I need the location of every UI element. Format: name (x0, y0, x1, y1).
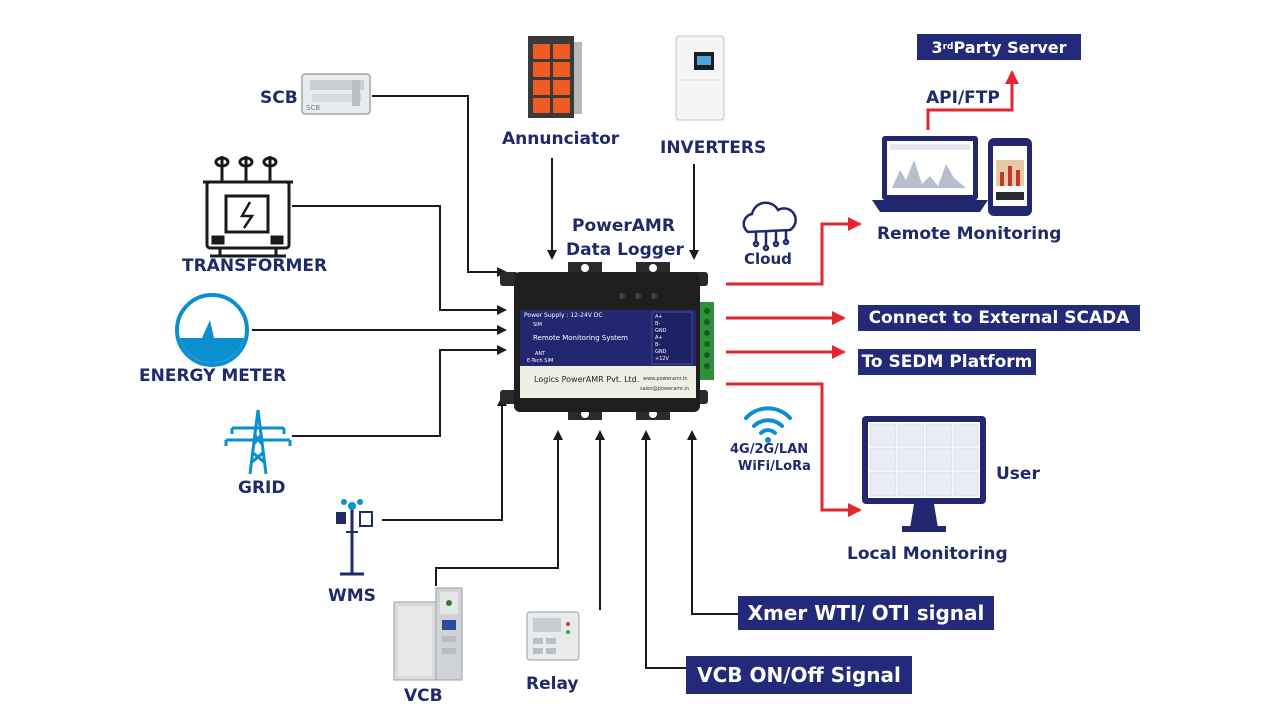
scb-connector (372, 95, 507, 277)
user-label: User (996, 464, 1040, 484)
device-company: Logics PowerAMR Pvt. Ltd. (534, 375, 640, 384)
transformer-label: TRANSFORMER (182, 256, 328, 276)
terminal-label: B- (655, 321, 661, 327)
transformer-connector (292, 205, 507, 315)
vcb-connector (435, 430, 563, 586)
phone-icon (988, 138, 1032, 216)
terminal-label: GND (655, 328, 667, 334)
wms-label: WMS (328, 586, 376, 606)
grid-tower-icon (224, 409, 292, 475)
cloud-icon (742, 201, 797, 252)
terminal-label: GND (655, 349, 667, 355)
relay-icon (526, 611, 580, 661)
inverter-icon (675, 35, 725, 121)
terminal-label: B- (655, 342, 661, 348)
monitor-icon (862, 416, 986, 532)
grid-label: GRID (238, 478, 286, 498)
device-terminal-labels: A+ B- GND A+ B- GND +12V (655, 314, 691, 363)
xmer-signal-connector (687, 430, 738, 615)
grid-connector (292, 345, 507, 437)
external-scada-box: Connect to External SCADA (858, 305, 1140, 331)
vcb-signal-connector (641, 430, 686, 669)
transformer-icon (203, 156, 293, 258)
wifi-icon (744, 406, 792, 443)
network-label-line1: 4G/2G/LAN (730, 442, 809, 457)
scb-icon: SCB (301, 73, 371, 115)
energy-meter-label: ENERGY METER (139, 366, 287, 386)
device-etech-label: E-Tech SIM (527, 358, 554, 364)
logger-title-line2: Data Logger (566, 240, 684, 260)
remote-monitoring-arrow (726, 217, 862, 286)
local-monitoring-arrow (726, 382, 862, 517)
device-system-name: Remote Monitoring System (533, 334, 628, 342)
remote-monitoring-label: Remote Monitoring (877, 224, 1062, 244)
relay-label: Relay (526, 674, 579, 694)
vcb-panel-icon (393, 587, 463, 681)
data-logger-icon (500, 262, 714, 420)
device-website: www.poweramr.in (643, 376, 688, 382)
xmer-signal-box: Xmer WTI/ OTI signal (738, 596, 994, 630)
vcb-label: VCB (404, 686, 443, 706)
weather-station-icon (336, 499, 373, 576)
local-monitoring-label: Local Monitoring (847, 544, 1008, 564)
device-power-supply: Power Supply : 12-24V DC (524, 312, 603, 319)
third-party-server-prefix: 3 (931, 37, 943, 57)
annunciator-label: Annunciator (502, 129, 620, 149)
scb-label: SCB (260, 88, 298, 108)
terminal-label: +12V (655, 356, 669, 362)
device-sim-label: SIM (533, 322, 542, 328)
vcb-signal-box: VCB ON/Off Signal (686, 656, 912, 694)
api-ftp-arrow (926, 70, 1019, 130)
annunciator-icon (528, 36, 582, 118)
cloud-label: Cloud (744, 250, 792, 268)
terminal-label: A+ (655, 314, 663, 320)
device-ant-label: ANT (535, 351, 546, 357)
wms-connector (382, 396, 507, 521)
inverters-label: INVERTERS (660, 138, 767, 158)
third-party-server-rest: Party Server (953, 37, 1067, 57)
logger-title-line1: PowerAMR (572, 216, 675, 236)
network-label-line2: WiFi/LoRa (738, 459, 811, 474)
api-ftp-label: API/FTP (926, 88, 1000, 108)
terminal-label: A+ (655, 335, 663, 341)
laptop-icon (872, 136, 988, 212)
sedm-platform-box: To SEDM Platform (858, 349, 1036, 375)
scb-device-text: SCB (306, 104, 320, 112)
device-email: sales@poweramr.in (640, 386, 689, 392)
third-party-server-sup: rd (942, 42, 954, 52)
energy-meter-icon (175, 293, 249, 367)
